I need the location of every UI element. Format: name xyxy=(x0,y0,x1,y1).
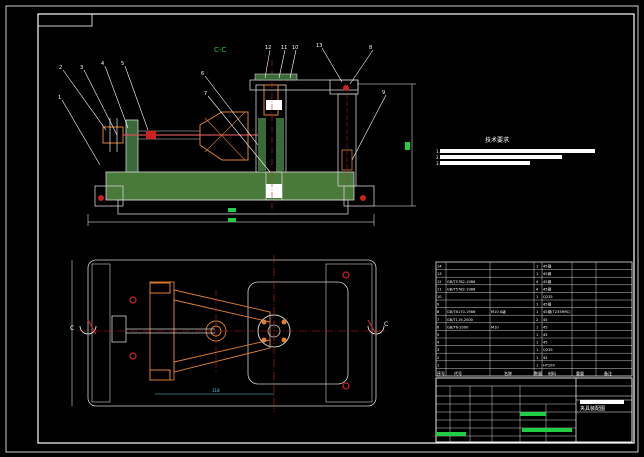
svg-text:2: 2 xyxy=(59,65,62,71)
parts-cell-qty: 1 xyxy=(536,341,538,345)
parts-header-weight: 重量 xyxy=(576,370,584,376)
svg-text:2.: 2. xyxy=(436,155,440,160)
parts-cell-qty: 1 xyxy=(536,348,538,352)
svg-text:5: 5 xyxy=(121,61,124,67)
parts-cell-code: GB/T6170-1986 xyxy=(447,310,476,314)
svg-text:3.: 3. xyxy=(436,161,440,166)
parts-cell-qty: 4 xyxy=(536,287,539,291)
parts-cell-name: M10 xyxy=(491,325,499,329)
parts-cell-no: 10 xyxy=(437,295,442,299)
parts-cell-material: 45钢 xyxy=(543,286,552,291)
plan-dimension: 318 xyxy=(212,388,220,393)
svg-text:7: 7 xyxy=(204,91,207,97)
parts-cell-qty: 4 xyxy=(536,280,539,284)
parts-cell-no: 3 xyxy=(437,348,439,352)
balloon-numbers: 1 2 3 4 5 6 7 8 9 10 11 12 13 xyxy=(58,43,385,101)
parts-cell-qty: 1 xyxy=(536,310,538,314)
svg-text:9: 9 xyxy=(382,90,385,96)
parts-cell-qty: 1 xyxy=(536,272,538,276)
parts-header-material: 材料 xyxy=(548,370,556,376)
parts-cell-material: 45 xyxy=(543,318,548,322)
parts-cell-material: 45钢(T235HRC) xyxy=(543,309,571,314)
svg-text:11: 11 xyxy=(281,45,287,51)
parts-cell-no: 6 xyxy=(437,325,440,329)
parts-cell-qty: 1 xyxy=(536,363,538,367)
title-block: 夹具装配图 xyxy=(435,377,633,443)
section-view: C-C xyxy=(58,43,416,226)
parts-cell-code: GB/T5782-1986 xyxy=(447,280,476,284)
base-right-foot xyxy=(343,185,375,207)
svg-text:13: 13 xyxy=(316,43,322,49)
tech-requirements-title: 技术要求 xyxy=(485,136,509,144)
base-bottom xyxy=(117,199,349,215)
parts-cell-qty: 1 xyxy=(536,356,538,360)
svg-text:8: 8 xyxy=(369,45,372,51)
parts-cell-material: 45 xyxy=(543,341,548,345)
drawing-name: 夹具装配图 xyxy=(580,405,605,412)
sheet-inner-border xyxy=(37,13,635,444)
parts-cell-code: GB/T6-2000 xyxy=(447,325,469,329)
parts-cell-no: 5 xyxy=(437,333,439,337)
parts-cell-qty: 1 xyxy=(536,265,538,269)
sheet-outer-border xyxy=(5,5,639,453)
parts-cell-code: GB/T119-2000 xyxy=(447,318,474,322)
clamp-post xyxy=(125,119,139,173)
parts-cell-qty: 1 xyxy=(536,295,538,299)
svg-text:10: 10 xyxy=(292,45,298,51)
parts-cell-qty: 2 xyxy=(536,318,538,322)
parts-cell-material: 45钢 xyxy=(543,302,552,307)
parts-cell-no: 9 xyxy=(437,303,440,307)
plan-view: 318 C C xyxy=(70,255,388,412)
workpiece-cone xyxy=(199,111,249,161)
parts-cell-material: 45钢 xyxy=(543,271,552,276)
tech-requirements: 技术要求 1. 2. 3. xyxy=(436,136,595,166)
parts-cell-no: 2 xyxy=(437,356,439,360)
parts-header-qty: 数量 xyxy=(534,370,542,376)
parts-cell-name: M10 A级 xyxy=(491,309,506,314)
parts-cell-qty: 1 xyxy=(536,333,538,337)
parts-cell-material: 45钢 xyxy=(543,264,552,269)
parts-cell-qty: 1 xyxy=(536,303,538,307)
svg-text:1.: 1. xyxy=(436,149,440,154)
parts-header-note: 备注 xyxy=(604,370,612,376)
parts-cell-no: 12 xyxy=(437,280,442,284)
section-label: C-C xyxy=(214,46,226,54)
parts-header-code: 代号 xyxy=(454,370,462,376)
parts-cell-no: 7 xyxy=(437,318,439,322)
parts-header-name: 名称 xyxy=(504,370,512,376)
screw-handle xyxy=(102,126,124,144)
drawing-number-box xyxy=(37,13,93,27)
parts-cell-material: 45 xyxy=(543,333,548,337)
cut-label-right: C xyxy=(384,321,388,328)
parts-header-no: 序号 xyxy=(437,370,445,376)
cut-label-left: C xyxy=(70,325,74,332)
parts-cell-qty: 1 xyxy=(536,325,538,329)
base-left-foot xyxy=(94,185,124,207)
bottom-nut xyxy=(266,184,282,198)
svg-text:6: 6 xyxy=(201,71,204,77)
parts-cell-no: 14 xyxy=(437,265,442,269)
parts-cell-material: 45 xyxy=(543,356,548,360)
balloon-leaders xyxy=(61,47,387,173)
parts-cell-no: 1 xyxy=(437,363,439,367)
svg-text:1: 1 xyxy=(58,95,61,101)
parts-cell-material: Q235 xyxy=(543,295,553,299)
svg-text:12: 12 xyxy=(265,45,271,51)
parts-cell-no: 11 xyxy=(437,287,442,291)
parts-cell-no: 13 xyxy=(437,272,442,276)
parts-cell-no: 4 xyxy=(437,341,440,345)
parts-cell-no: 8 xyxy=(437,310,440,314)
parts-cell-material: 45 xyxy=(543,325,548,329)
svg-text:4: 4 xyxy=(101,61,104,67)
parts-cell-material: HT200 xyxy=(543,363,555,367)
parts-cell-material: 45钢 xyxy=(543,279,552,284)
base-plate xyxy=(105,171,355,201)
parts-cell-code: GB/T5782-1986 xyxy=(447,287,476,291)
parts-cell-material: Q235 xyxy=(543,348,553,352)
svg-text:3: 3 xyxy=(80,65,83,71)
